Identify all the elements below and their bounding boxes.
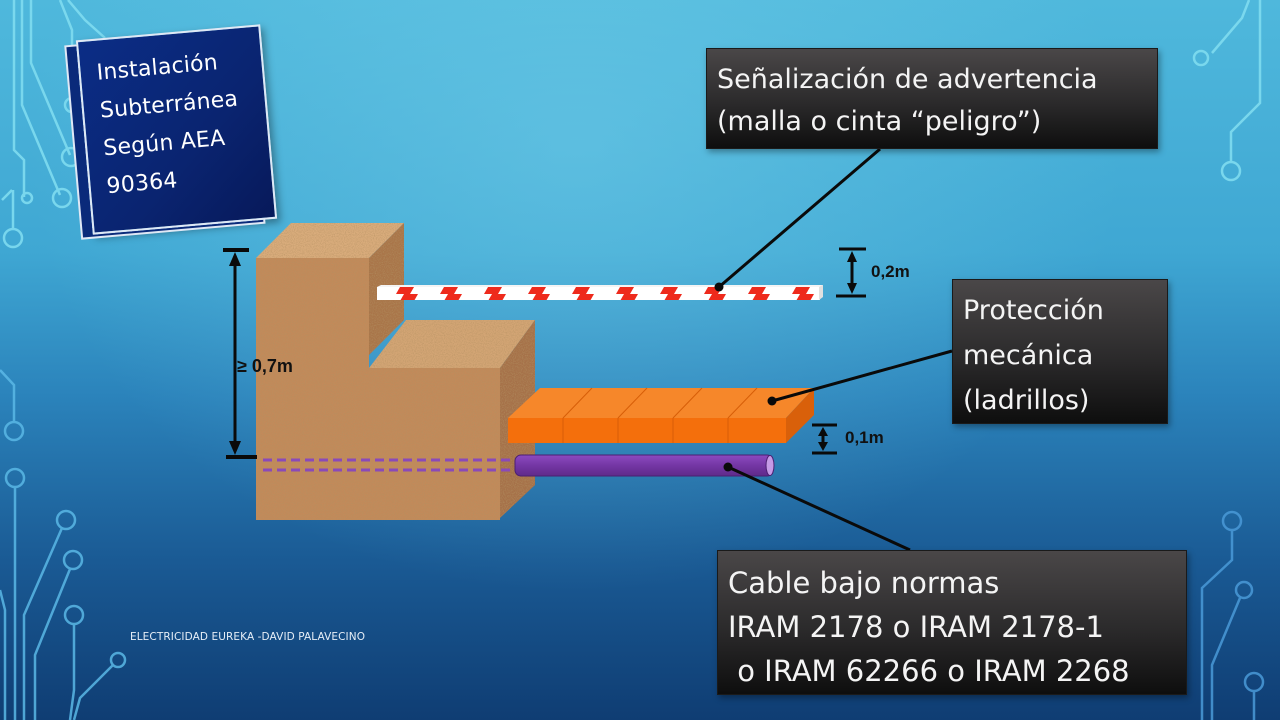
warning-callout-line-2: (malla o cinta “peligro”) bbox=[717, 106, 1042, 137]
protection-bricks bbox=[508, 387, 814, 443]
protection-callout-line-2: mecánica bbox=[963, 340, 1094, 371]
brick-gap-dimension-label: 0,1m bbox=[845, 428, 884, 447]
depth-dimension-label: ≥ 0,7m bbox=[237, 356, 293, 376]
warning-signal-callout: Señalización de advertencia (malla o cin… bbox=[706, 48, 1158, 149]
circuit-decoration-bottom-left bbox=[0, 369, 127, 720]
leader-lines bbox=[714, 147, 953, 552]
tape-height-dimension-label: 0,2m bbox=[871, 262, 910, 281]
circuit-decoration-bottom-right bbox=[1200, 510, 1265, 720]
brick-gap-dimension-marker bbox=[812, 423, 837, 455]
soil-block bbox=[256, 223, 535, 520]
protection-callout-line-1: Protección bbox=[963, 295, 1104, 326]
circuit-decoration-top-right bbox=[1192, 0, 1262, 182]
warning-callout-line-1: Señalización de advertencia bbox=[717, 64, 1098, 95]
cable-callout-line-2: IRAM 2178 o IRAM 2178-1 bbox=[728, 610, 1104, 644]
title-card: Instalación Subterránea Según AEA 90364 bbox=[75, 24, 278, 235]
cable-dashed-path bbox=[263, 458, 516, 472]
cable-callout-line-1: Cable bajo normas bbox=[728, 566, 1000, 600]
circuit-decoration-top-left bbox=[1, 0, 106, 249]
protection-callout-line-3: (ladrillos) bbox=[963, 385, 1090, 416]
warning-tape bbox=[377, 285, 823, 300]
tape-height-dimension-marker bbox=[836, 247, 866, 298]
footer-credit: ELECTRICIDAD EUREKA -DAVID PALAVECINO bbox=[130, 631, 366, 643]
mechanical-protection-callout: Protección mecánica (ladrillos) bbox=[952, 279, 1168, 424]
cable-pipe bbox=[514, 454, 775, 477]
depth-dimension-marker bbox=[223, 248, 257, 459]
cable-callout-line-3: o IRAM 62266 o IRAM 2268 bbox=[728, 654, 1130, 688]
cable-standards-callout: Cable bajo normas IRAM 2178 o IRAM 2178-… bbox=[717, 550, 1187, 695]
